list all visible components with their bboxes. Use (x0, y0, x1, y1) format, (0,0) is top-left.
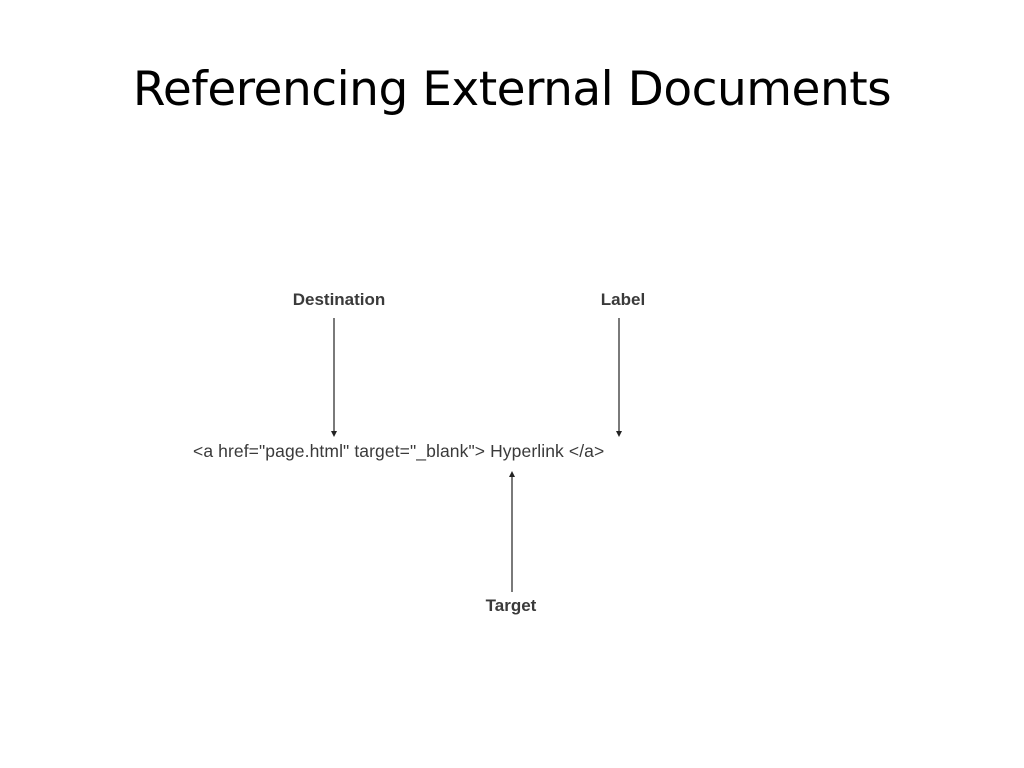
slide-title: Referencing External Documents (132, 62, 892, 117)
destination-callout: Destination (292, 290, 386, 309)
target-callout: Target (485, 596, 537, 615)
label-callout: Label (600, 290, 646, 309)
anchor-code-line: <a href="page.html" target="_blank"> Hyp… (193, 441, 605, 461)
